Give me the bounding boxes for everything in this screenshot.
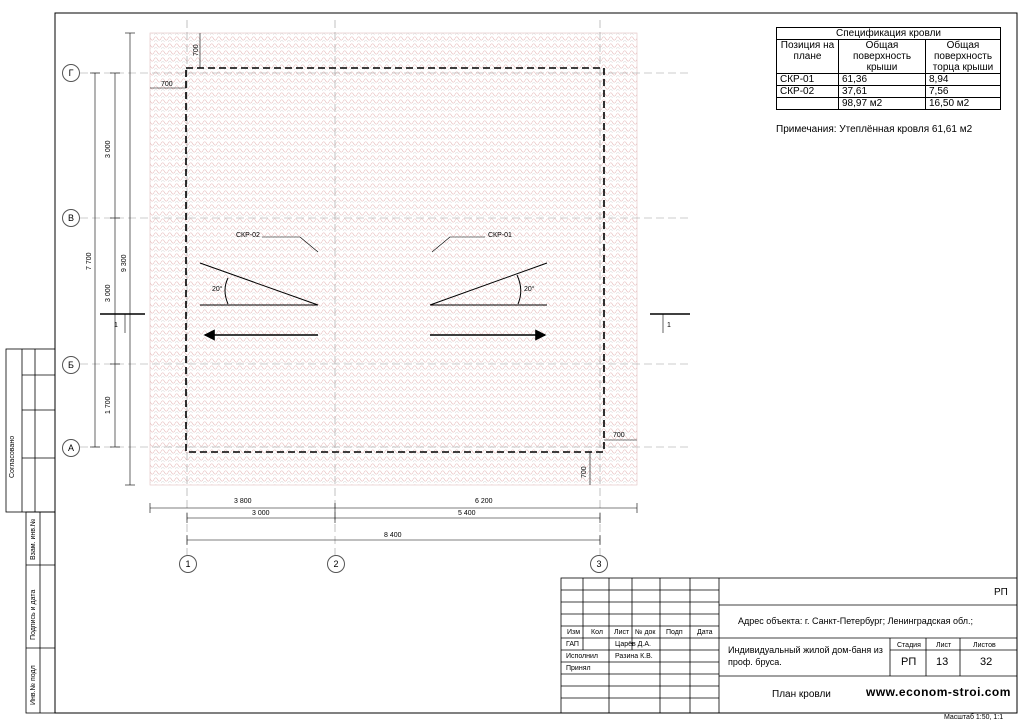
tb-name-executor: Разина К.В. <box>615 653 653 660</box>
dim-bottom-row2-a: 3 000 <box>252 510 270 517</box>
axis-col-3: 3 <box>590 555 608 573</box>
spec-cell: СКР-02 <box>776 85 839 98</box>
tb-col-doc: № док <box>635 629 656 636</box>
dim-bottom-row1-a: 3 800 <box>234 498 252 505</box>
tb-sheet-label: Лист <box>936 642 952 649</box>
axis-col-2: 2 <box>327 555 345 573</box>
spec-cell: 8,94 <box>925 73 1001 86</box>
spec-header-gable: Общая поверхность торца крыши <box>925 39 1001 74</box>
roof-angle-left: 20° <box>212 286 223 293</box>
tb-project: Индивидуальный жилой дом-баня из проф. б… <box>728 645 883 667</box>
tb-col-izm: Изм <box>567 629 581 636</box>
roof-label-right: СКР-01 <box>488 232 512 239</box>
spec-row: 98,97 м2 16,50 м2 <box>776 97 1001 110</box>
spec-header-surface: Общая поверхность крыши <box>838 39 926 74</box>
tb-role-accepted: Принял <box>566 665 591 672</box>
tb-role-gap: ГАП <box>566 641 579 648</box>
tb-stage: РП <box>901 656 917 668</box>
dim-bottom-total: 8 400 <box>384 532 402 539</box>
spec-cell <box>776 97 839 110</box>
tb-code: РП <box>994 587 1008 598</box>
tb-sheets-label: Листов <box>973 642 996 649</box>
roof-label-left: СКР-02 <box>236 232 260 239</box>
tb-role-executor: Исполнил <box>566 653 599 660</box>
section-mark-left: 1 <box>114 322 118 329</box>
spec-title: Спецификация кровли <box>776 27 1001 40</box>
section-mark-right: 1 <box>667 322 671 329</box>
tb-col-podp: Подп <box>666 629 683 636</box>
tb-col-kol: Кол <box>591 629 603 636</box>
spec-row: СКР-02 37,61 7,56 <box>776 85 1001 98</box>
tb-name-gap: Царёв Д.А. <box>615 641 651 648</box>
tb-col-list: Лист <box>614 629 630 636</box>
roof-angle-right: 20° <box>524 286 535 293</box>
tb-sheet-title: План кровли <box>772 689 831 700</box>
axis-row-b: Б <box>62 356 80 374</box>
spec-note: Примечания: Утеплённая кровля 61,61 м2 <box>776 124 973 135</box>
tb-stage-label: Стадия <box>897 642 921 649</box>
tb-sheet-number: 13 <box>936 656 949 668</box>
spec-cell: 37,61 <box>838 85 926 98</box>
dim-overhang-left: 700 <box>161 81 173 88</box>
dim-left-seg1: 3 000 <box>105 140 112 158</box>
dim-overhang-top: 700 <box>193 44 200 56</box>
tb-scale: Масштаб 1:50, 1:1 <box>944 714 1004 721</box>
spec-row: СКР-01 61,36 8,94 <box>776 73 1001 86</box>
spec-cell: 98,97 м2 <box>838 97 926 110</box>
roof-tile-area <box>149 32 638 486</box>
dim-left-mid: 7 700 <box>86 252 93 270</box>
axis-col-1: 1 <box>179 555 197 573</box>
stamp-inv-replacement: Взам. инв.№ <box>30 518 37 560</box>
wall-outline <box>185 67 605 453</box>
axis-row-v: В <box>62 209 80 227</box>
stamp-agreed: Согласовано <box>9 435 16 478</box>
axis-row-a: А <box>62 439 80 457</box>
tb-website: www.econom-stroi.com <box>866 685 1011 699</box>
spec-cell: 7,56 <box>925 85 1001 98</box>
spec-cell: 61,36 <box>838 73 926 86</box>
axis-row-g: Г <box>62 64 80 82</box>
dim-bottom-row2-b: 5 400 <box>458 510 476 517</box>
stamp-sign-date: Подпись и дата <box>30 589 37 640</box>
tb-sheets-total: 32 <box>980 656 993 668</box>
dim-left-outer: 9 300 <box>121 254 128 272</box>
dim-overhang-bottom: 700 <box>581 466 588 478</box>
tb-col-date: Дата <box>697 629 713 636</box>
spec-cell: СКР-01 <box>776 73 839 86</box>
tb-address: Адрес объекта: г. Санкт-Петербург; Ленин… <box>738 616 974 626</box>
spec-header-position: Позиция на плане <box>776 39 839 74</box>
spec-cell: 16,50 м2 <box>925 97 1001 110</box>
stamp-inv-original: Инв.№ подл <box>30 665 37 705</box>
dim-overhang-right: 700 <box>613 432 625 439</box>
dim-bottom-row1-b: 6 200 <box>475 498 493 505</box>
dim-left-seg2: 3 000 <box>105 284 112 302</box>
dim-left-seg3: 1 700 <box>105 396 112 414</box>
spec-table-block: Спецификация кровли Позиция на плане Общ… <box>776 27 1001 135</box>
